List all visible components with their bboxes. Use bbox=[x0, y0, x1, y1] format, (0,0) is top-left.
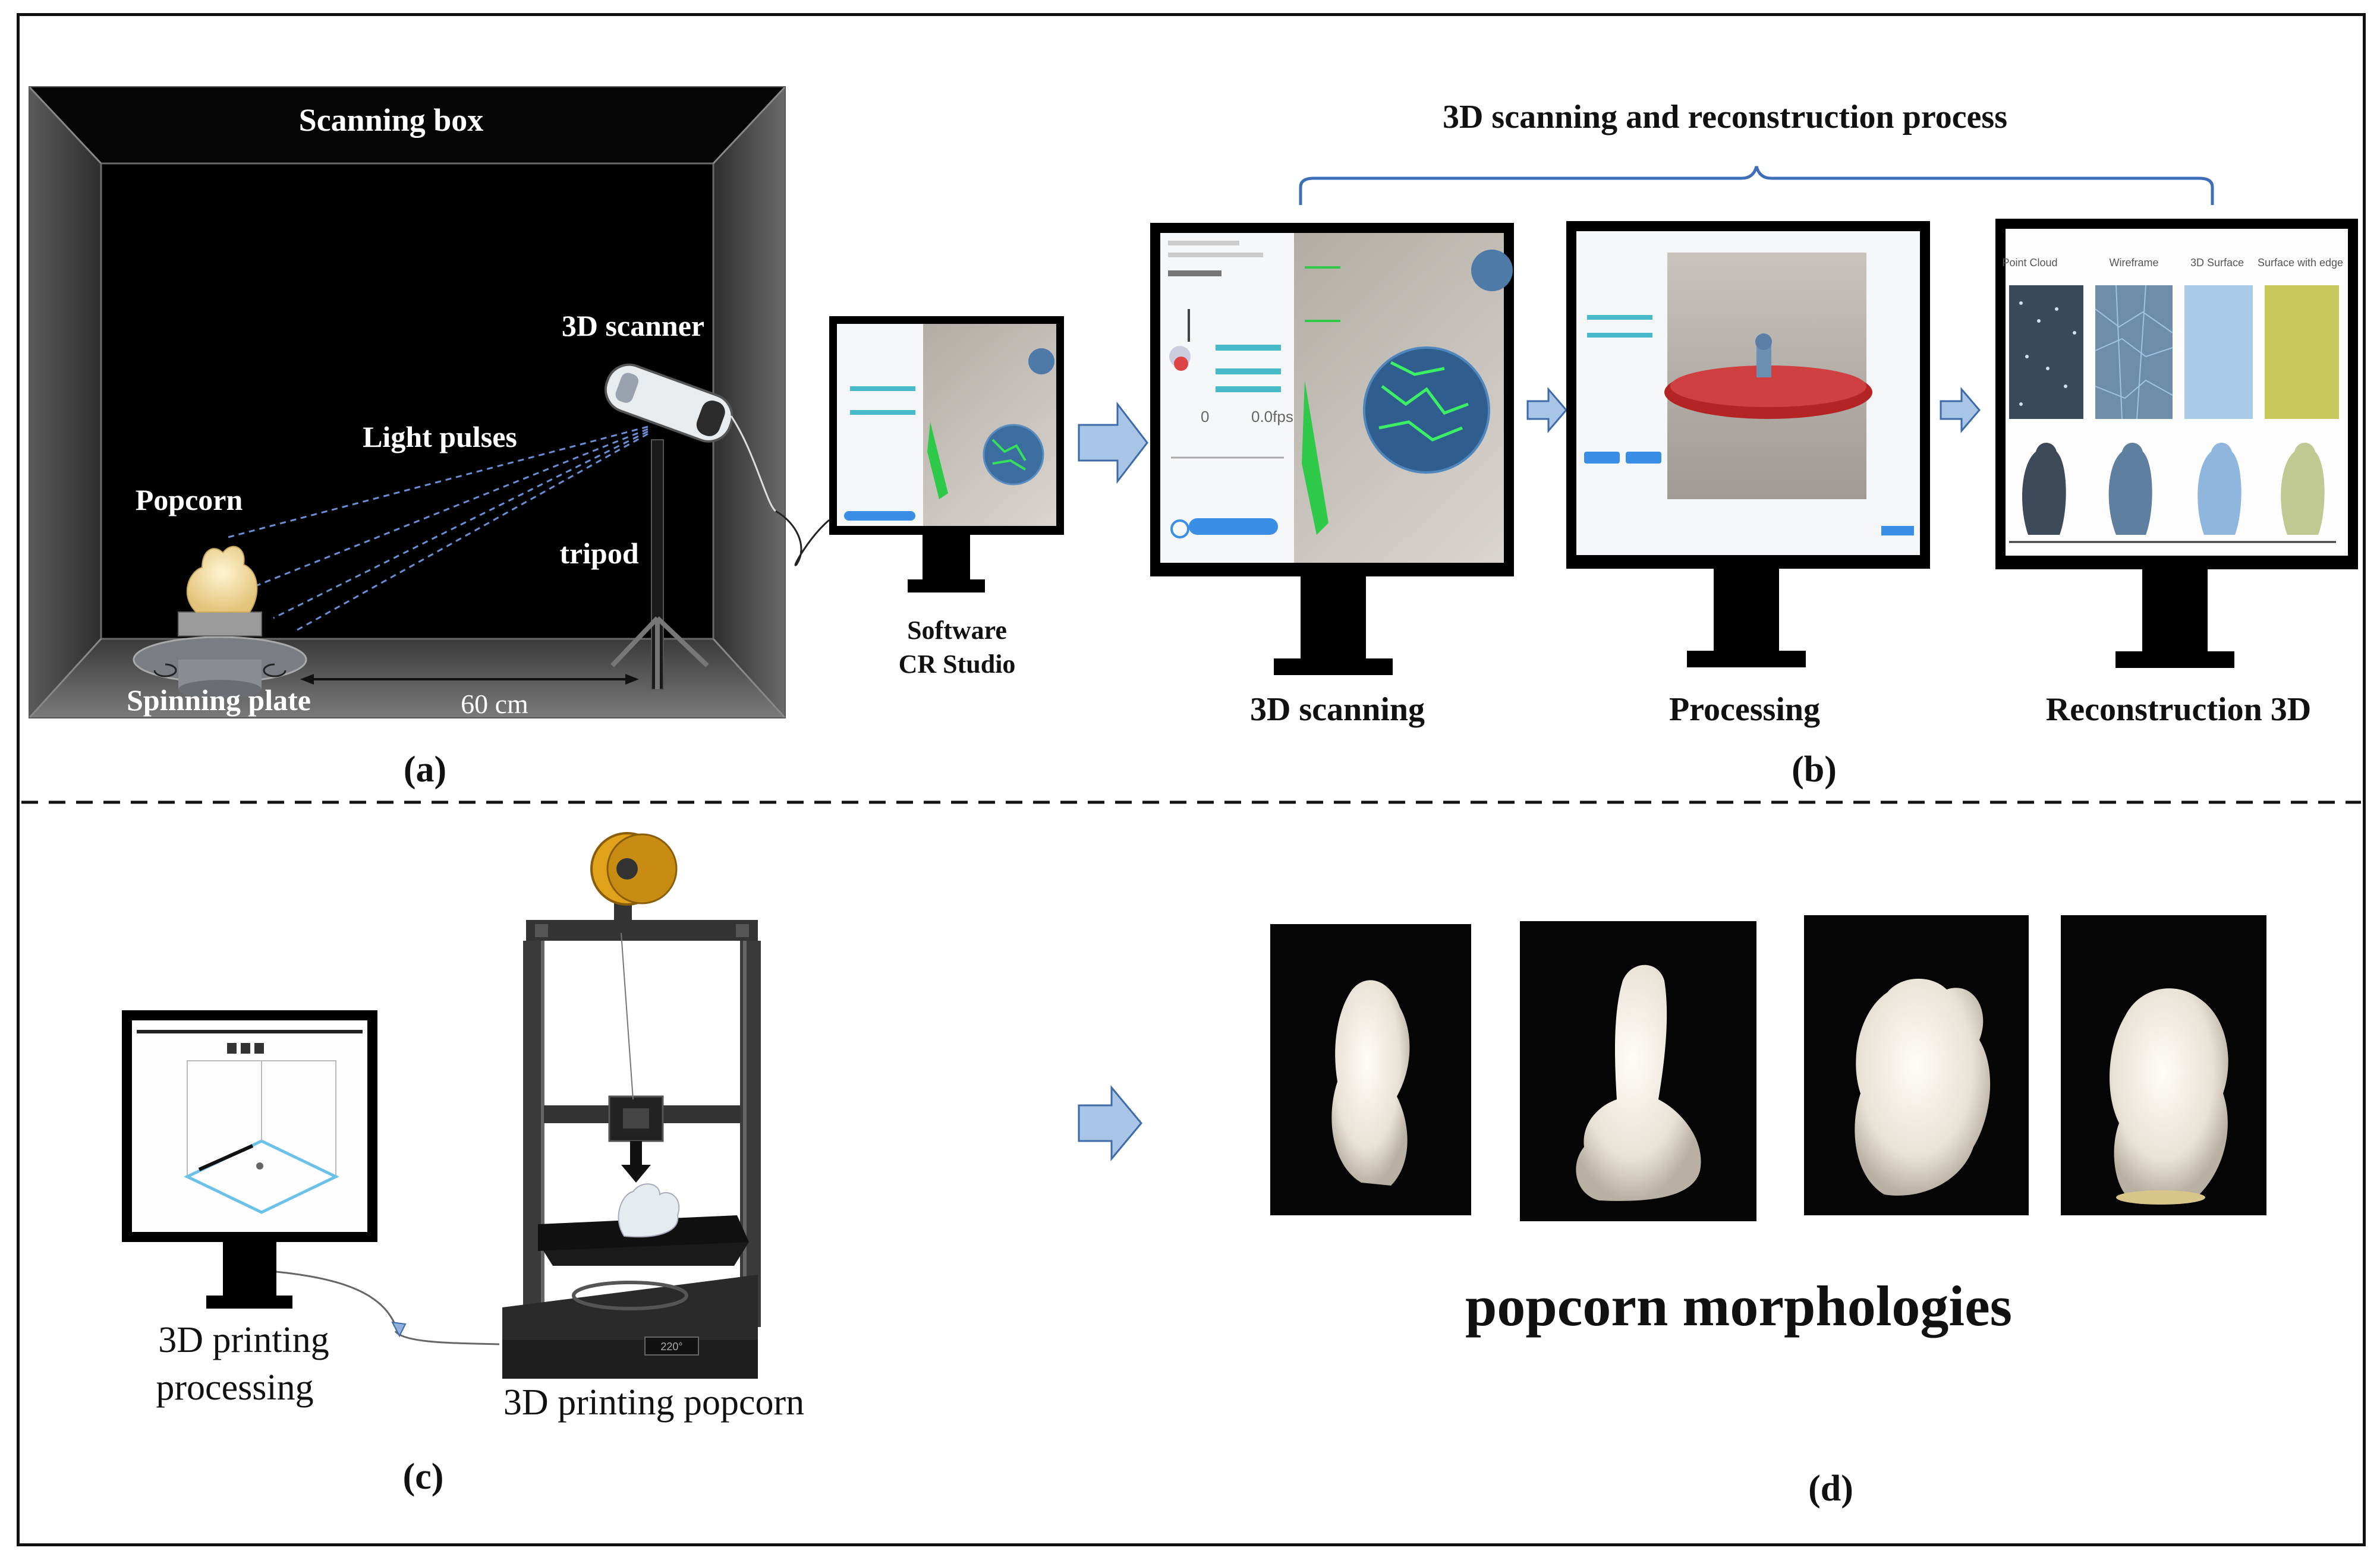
caption-c: (c) bbox=[403, 1457, 444, 1497]
scan-readout-1: 0 bbox=[1201, 408, 1209, 426]
scanning-box-title: Scanning box bbox=[299, 102, 484, 138]
printer-cable-1 bbox=[276, 1271, 396, 1326]
print-monitor bbox=[122, 1010, 377, 1242]
scanner-label: 3D scanner bbox=[562, 309, 704, 342]
popcorn-photo-1 bbox=[1270, 924, 1471, 1215]
popcorn-photo-2 bbox=[1520, 921, 1756, 1221]
print-processing-line1: 3D printing bbox=[158, 1320, 329, 1360]
morphologies-title: popcorn morphologies bbox=[1465, 1274, 2012, 1338]
processing-monitor-stand bbox=[1714, 569, 1779, 652]
processing-monitor bbox=[1566, 221, 1930, 569]
arrow-to-scanning bbox=[1078, 401, 1148, 484]
cable-connector-icon bbox=[391, 1321, 407, 1338]
recon-header-1: Point Cloud bbox=[2002, 257, 2057, 269]
reconstruction-monitor-base bbox=[2115, 651, 2234, 668]
popcorn-photo-4 bbox=[2061, 915, 2266, 1215]
arrow-to-morphologies bbox=[1078, 1085, 1142, 1162]
distance-label: 60 cm bbox=[461, 689, 528, 719]
print-monitor-stand bbox=[223, 1242, 276, 1296]
reconstruction-monitor-stand bbox=[2142, 569, 2208, 653]
printer-label: 3D printing popcorn bbox=[503, 1382, 804, 1423]
caption-b: (b) bbox=[1792, 749, 1837, 790]
caption-d: (d) bbox=[1808, 1468, 1853, 1509]
light-pulses-label: Light pulses bbox=[363, 420, 517, 453]
filament-spool bbox=[590, 832, 678, 927]
recon-header-2: Wireframe bbox=[2109, 257, 2158, 269]
arrow-to-reconstruction bbox=[1940, 386, 1981, 434]
tripod-label: tripod bbox=[559, 537, 639, 570]
svg-text:220°: 220° bbox=[660, 1341, 682, 1353]
3d-printer: 220° bbox=[502, 920, 761, 1379]
distance-arrow bbox=[300, 674, 639, 685]
figure-frame bbox=[17, 13, 2366, 1546]
popcorn-photo-3 bbox=[1804, 915, 2029, 1215]
scanning-monitor-base bbox=[1274, 658, 1393, 675]
software-monitor bbox=[829, 316, 1064, 535]
process-brace bbox=[1299, 166, 2214, 205]
print-monitor-base bbox=[206, 1296, 292, 1309]
caption-a: (a) bbox=[404, 749, 446, 790]
arrow-to-processing bbox=[1526, 386, 1567, 434]
recon-header-4: Surface with edge bbox=[2258, 257, 2343, 269]
monitor-cable bbox=[775, 510, 830, 566]
popcorn-sample bbox=[186, 546, 258, 613]
step-processing-label: Processing bbox=[1669, 691, 1820, 728]
reconstruction-monitor: Point Cloud Wireframe 3D Surface Surface… bbox=[1995, 219, 2358, 569]
spinning-plate-label: Spinning plate bbox=[127, 683, 311, 717]
scanner-cable bbox=[730, 415, 777, 512]
software-monitor-base bbox=[908, 579, 985, 592]
processing-monitor-base bbox=[1687, 651, 1806, 667]
scanning-monitor-stand bbox=[1301, 576, 1366, 660]
step-scanning-label: 3D scanning bbox=[1250, 691, 1425, 728]
tripod bbox=[610, 439, 709, 690]
printer-cable-2 bbox=[394, 1330, 500, 1345]
3d-scanner-device bbox=[604, 363, 733, 443]
print-processing-line2: processing bbox=[156, 1367, 313, 1408]
scan-readout-2: 0.0fps bbox=[1251, 408, 1293, 426]
step-reconstruction-label: Reconstruction 3D bbox=[2046, 691, 2311, 728]
light-pulses bbox=[225, 426, 648, 631]
recon-header-3: 3D Surface bbox=[2190, 257, 2244, 269]
process-title: 3D scanning and reconstruction process bbox=[1443, 99, 2007, 135]
software-label-line2: CR Studio bbox=[899, 650, 1016, 679]
scanning-monitor: 0 0.0fps bbox=[1150, 223, 1514, 576]
software-label-line1: Software bbox=[907, 616, 1007, 645]
software-monitor-stand bbox=[923, 535, 970, 579]
spinning-plate bbox=[133, 612, 307, 699]
popcorn-label: Popcorn bbox=[136, 483, 243, 516]
